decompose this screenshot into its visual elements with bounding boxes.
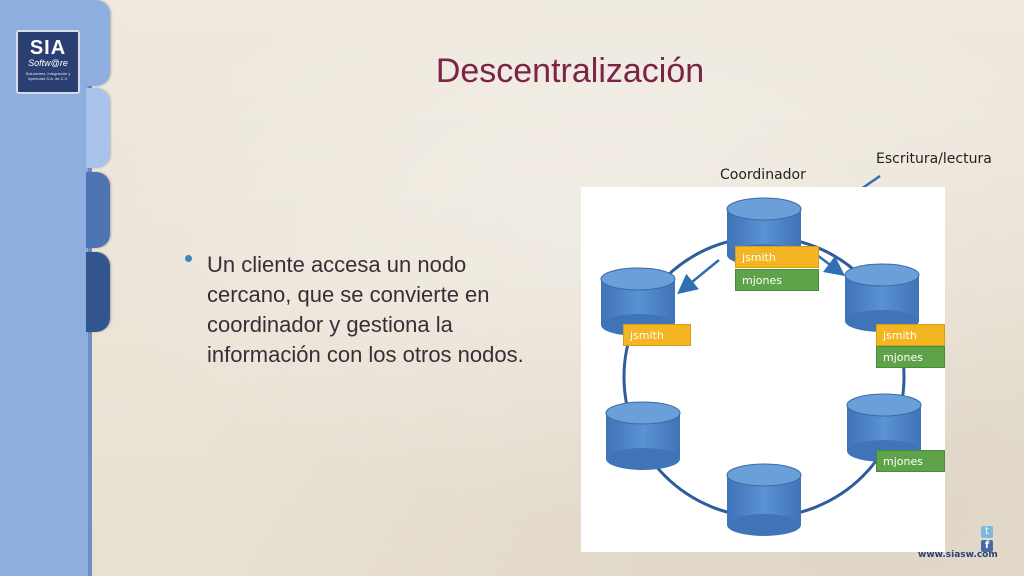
bullet-text: Un cliente accesa un nodo cercano, que s… (207, 252, 524, 367)
node-upper-left (600, 267, 676, 336)
ring-svg (600, 197, 922, 536)
side-tab-1 (86, 0, 110, 86)
sia-logo: SIA Softw@re Soluciones, Integración y A… (16, 30, 80, 94)
node-lower-left (605, 401, 681, 470)
right-tag-mjones: mjones (876, 346, 945, 368)
side-tab-3 (86, 172, 110, 248)
node-upper-right (844, 263, 920, 332)
side-tab-4 (86, 252, 110, 332)
left-band (0, 0, 90, 576)
coordinator-tag-jsmith: jsmith (735, 246, 819, 268)
logo-tagline: Soluciones, Integración y Aperturas S.A.… (25, 71, 71, 81)
read-write-label: Escritura/lectura (876, 151, 992, 167)
logo-main-text: SIA (29, 37, 67, 59)
node-bottom (726, 463, 802, 536)
coordinator-tag-mjones: mjones (735, 269, 819, 291)
ring-diagram: jsmith mjones jsmith jsmith mjones mjone… (581, 187, 945, 552)
right-tag-jsmith: jsmith (876, 324, 945, 346)
coordinator-label: Coordinador (720, 167, 806, 183)
facebook-icon[interactable]: f (981, 540, 993, 552)
footer-url[interactable]: www.siasw.com (918, 550, 998, 560)
left-tag-jsmith: jsmith (623, 324, 691, 346)
side-tab-2 (86, 88, 110, 168)
slide-title: Descentralización (435, 52, 705, 90)
bullet-dot (185, 255, 192, 262)
arrow-to-left-node (677, 259, 720, 295)
twitter-icon[interactable]: t (981, 526, 993, 538)
logo-sub-text: Softw@re (28, 58, 68, 68)
lower-right-tag-mjones: mjones (876, 450, 945, 472)
